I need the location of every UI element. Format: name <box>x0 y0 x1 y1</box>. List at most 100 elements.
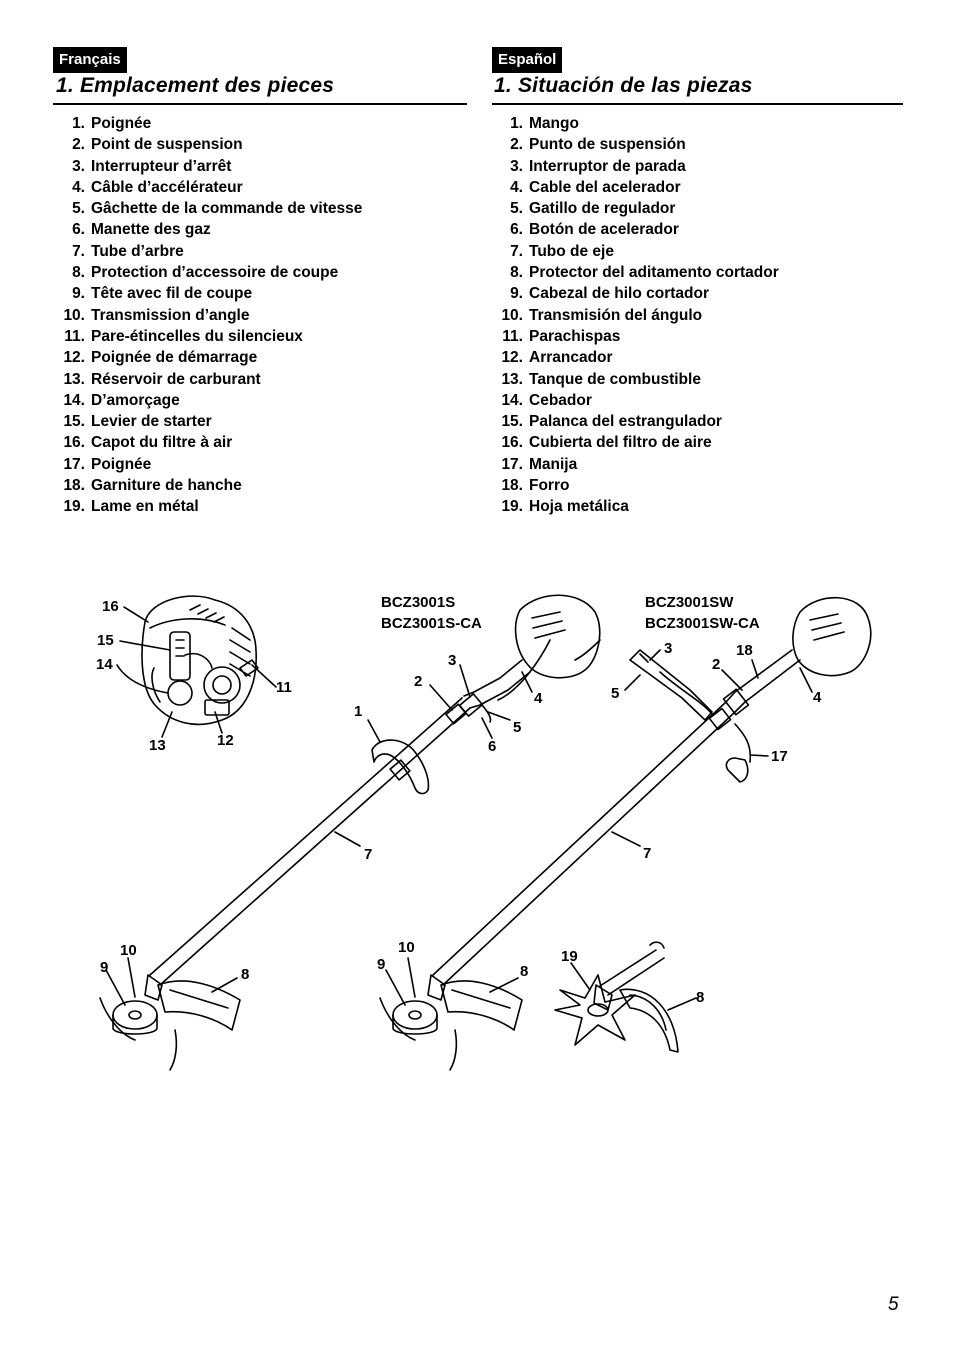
item-number: 4. <box>510 178 523 196</box>
parts-list-item: 11. Parachispas <box>491 326 779 347</box>
parts-list-item: 12.Poignée de démarrage <box>53 347 362 368</box>
callout-number: 2 <box>712 656 721 673</box>
engine-closeup-illustration <box>141 595 259 726</box>
item-number: 2. <box>510 136 523 154</box>
parts-list-item: 6.Manette des gaz <box>53 219 362 240</box>
parts-list-item: 11.Pare-étincelles du silencieux <box>53 326 362 347</box>
parts-list-item: 5.Gâchette de la commande de vitesse <box>53 198 362 219</box>
item-label: Point de suspension <box>91 136 243 154</box>
item-label: Arrancador <box>529 349 613 367</box>
callout-number: 3 <box>448 652 457 669</box>
item-label: Interrupteur d’arrêt <box>91 157 232 175</box>
parts-list-item: 16. Cubierta del filtro de aire <box>491 432 779 453</box>
item-number: 18. <box>63 477 85 495</box>
item-label: Manija <box>529 455 578 473</box>
item-number: 13. <box>501 370 523 388</box>
item-number: 10. <box>63 306 85 324</box>
item-number: 17. <box>63 455 85 473</box>
parts-list-item: 7.Tubo de eje <box>491 241 779 262</box>
parts-list-item: 18. Forro <box>491 475 779 496</box>
item-label: Manette des gaz <box>91 221 211 239</box>
language-badge-spanish: Español <box>492 47 563 73</box>
item-label: Parachispas <box>529 327 621 345</box>
item-number: 16. <box>501 434 523 452</box>
model-name: BCZ3001S <box>381 594 456 611</box>
callout-number: 7 <box>643 845 652 862</box>
parts-list-item: 15.Levier de starter <box>53 411 362 432</box>
item-number: 3. <box>510 157 523 175</box>
item-number: 7. <box>72 242 85 260</box>
callout-number: 16 <box>102 598 119 615</box>
callout-number: 8 <box>241 966 250 983</box>
item-number: 1. <box>510 115 523 132</box>
item-label: Gâchette de la commande de vitesse <box>91 200 363 218</box>
parts-list-item: 8.Protection d’accessoire de coupe <box>53 262 362 283</box>
callout-number: 11 <box>276 679 292 696</box>
model-label-bcz3001s: BCZ3001S BCZ3001S-CA <box>381 592 482 634</box>
bcz3001s-illustration <box>99 594 601 1071</box>
item-label: Cabezal de hilo cortador <box>529 285 710 303</box>
callout-number: 12 <box>217 732 234 749</box>
item-number: 18. <box>501 477 523 495</box>
item-label: Cable del acelerador <box>529 178 681 196</box>
item-number: 7. <box>510 242 523 260</box>
parts-list-item: 18.Garniture de hanche <box>53 475 362 496</box>
item-number: 15. <box>501 413 523 431</box>
item-label: Mango <box>529 115 579 132</box>
item-label: Réservoir de carburant <box>91 370 261 388</box>
parts-list-item: 2. Point de suspension <box>53 134 362 155</box>
item-label: Pare-étincelles du silencieux <box>91 327 303 345</box>
item-label: Capot du filtre à air <box>91 434 233 452</box>
parts-list-item: 13. Réservoir de carburant <box>53 369 362 390</box>
item-number: 1. <box>72 115 85 132</box>
item-number: 17. <box>501 455 523 473</box>
callout-number: 1 <box>354 703 363 720</box>
callout-number: 9 <box>377 956 386 973</box>
callout-number: 13 <box>149 737 166 754</box>
section-title-spanish: 1. Situación de las piezas <box>494 74 753 97</box>
language-badge-french: Français <box>53 47 127 73</box>
item-label: Punto de suspensión <box>529 136 686 154</box>
item-label: Poignée <box>91 115 152 132</box>
parts-list-item: 3. Interrupteur d’arrêt <box>53 156 362 177</box>
parts-list-item: 6.Botón de acelerador <box>491 219 779 240</box>
parts-list-item: 10.Transmisión del ángulo <box>491 305 779 326</box>
parts-list-item: 12.Arrancador <box>491 347 779 368</box>
title-rule-french <box>53 103 467 105</box>
callout-number: 8 <box>696 989 705 1006</box>
item-label: Forro <box>529 477 570 495</box>
item-label: Gatillo de regulador <box>529 200 676 218</box>
callout-number: 6 <box>488 738 497 755</box>
callout-number: 10 <box>398 939 415 956</box>
parts-list-item: 14.D’amorçage <box>53 390 362 411</box>
item-number: 3. <box>72 157 85 175</box>
callout-number: 5 <box>513 719 522 736</box>
callout-number: 2 <box>414 673 423 690</box>
item-number: 13. <box>63 370 85 388</box>
item-number: 2. <box>72 136 85 154</box>
section-title-french: 1. Emplacement des pieces <box>56 74 335 97</box>
parts-list-item: 17. Manija <box>491 454 779 475</box>
item-number: 8. <box>72 264 85 282</box>
parts-list-item: 10.Transmission d’angle <box>53 305 362 326</box>
item-number: 9. <box>510 285 523 303</box>
parts-list-item: 4. Cable del acelerador <box>491 177 779 198</box>
item-label: Hoja metálica <box>529 498 629 516</box>
parts-list-item: 19. Lame en métal <box>53 496 362 517</box>
item-label: Câble d’accélérateur <box>91 178 243 196</box>
parts-list-item: 9.Tête avec fil de coupe <box>53 283 362 304</box>
item-label: Tube d’arbre <box>91 242 184 260</box>
item-number: 19. <box>63 498 85 516</box>
model-name: BCZ3001SW-CA <box>645 615 760 632</box>
item-number: 14. <box>501 391 523 409</box>
item-number: 11. <box>502 327 523 345</box>
item-label: Lame en métal <box>91 498 199 516</box>
parts-list-item: 1. Mango <box>491 113 779 134</box>
item-label: Cubierta del filtro de aire <box>529 434 712 452</box>
metal-blade-detail-illustration <box>554 941 679 1053</box>
callout-number: 15 <box>97 632 114 649</box>
item-number: 9. <box>72 285 85 303</box>
callout-number: 8 <box>520 963 529 980</box>
item-label: Protector del aditamento cortador <box>529 264 779 282</box>
item-number: 5. <box>510 200 523 218</box>
